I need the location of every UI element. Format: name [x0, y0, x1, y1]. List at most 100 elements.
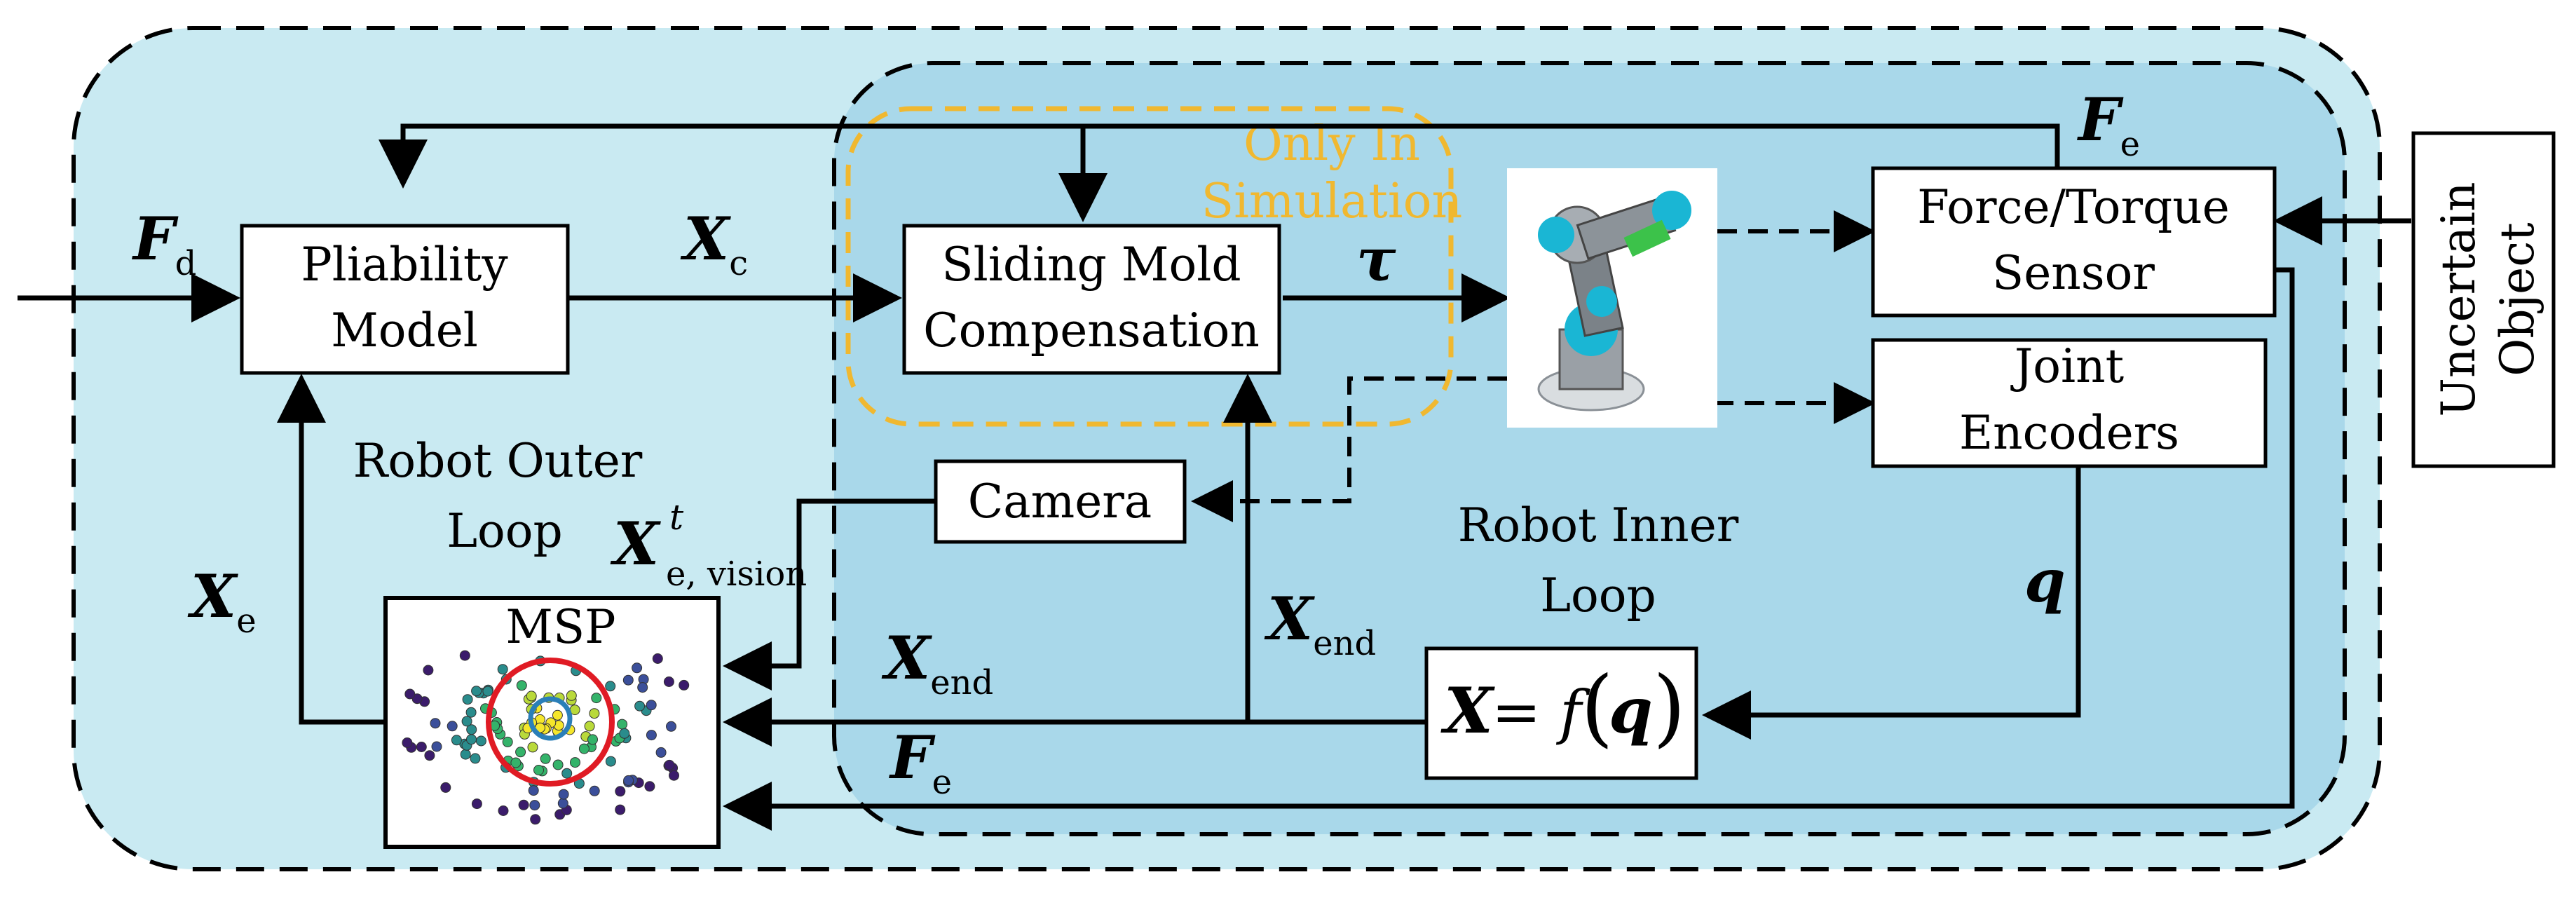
- fe-top-feedback: [379, 123, 2060, 189]
- msp-scatter-point: [462, 694, 473, 705]
- msp-scatter-point: [619, 728, 630, 739]
- outer-loop-label-line1: Robot Outer: [353, 434, 643, 488]
- tau-label: τ: [1356, 225, 1396, 294]
- msp-scatter-point: [466, 724, 477, 735]
- uncertain-object-line1: Uncertain: [2432, 182, 2486, 416]
- msp-scatter-point: [502, 736, 513, 747]
- msp-scatter-point: [404, 688, 416, 700]
- camera-block: [934, 459, 1187, 544]
- msp-scatter-point: [497, 664, 508, 675]
- kinematics-arg: q: [1609, 674, 1653, 748]
- msp-scatter-point: [646, 730, 657, 741]
- pliability-model-line1: Pliability: [301, 238, 508, 292]
- msp-scatter-point: [518, 799, 529, 810]
- camera-msp-line: [723, 498, 936, 690]
- msp-scatter-point: [447, 721, 458, 732]
- msp-scatter-point: [605, 681, 616, 692]
- kinematics-paren-open: (: [1581, 659, 1614, 756]
- msp-scatter-point: [416, 742, 427, 752]
- msp-scatter-point: [460, 749, 471, 760]
- msp-scatter-point: [655, 747, 667, 758]
- q-label: q: [2024, 546, 2066, 615]
- msp-scatter-point: [471, 686, 482, 697]
- msp-scatter-point: [666, 721, 676, 732]
- fd-label: Fd: [132, 204, 196, 283]
- xe-feedback: [277, 374, 386, 725]
- xc-label: Xc: [680, 204, 748, 283]
- msp-scatter-point: [459, 650, 470, 661]
- xvision-sub: e, vision: [666, 555, 807, 594]
- msp-scatter-point: [466, 734, 477, 745]
- msp-scatter-point: [587, 734, 598, 745]
- msp-scatter-point: [475, 735, 486, 747]
- msp-scatter-point: [561, 768, 573, 779]
- msp-scatter-point: [663, 676, 674, 687]
- msp-scatter-point: [558, 789, 569, 800]
- msp-scatter-point: [527, 742, 538, 753]
- msp-scatter-point: [482, 686, 493, 697]
- msp-scatter-point: [664, 759, 675, 770]
- robot-arm-image: [1507, 168, 1717, 428]
- msp-scatter-point: [470, 753, 481, 764]
- msp-scatter-point: [498, 805, 509, 816]
- kinematics-paren-close: ): [1653, 659, 1686, 756]
- msp-scatter-point: [430, 718, 441, 729]
- msp-red-circle: [486, 658, 615, 787]
- msp-scatter-point: [644, 781, 655, 792]
- msp-scatter-point: [552, 759, 564, 770]
- msp-scatter-point: [461, 716, 472, 727]
- uncertain-object-block: [2411, 131, 2556, 468]
- simulation-region: [845, 106, 1454, 427]
- pliability-model-line2: Model: [331, 304, 478, 358]
- inner-loop-label-line2: Loop: [1540, 569, 1656, 623]
- msp-scatter-point: [623, 775, 634, 786]
- xe-label: Xe: [187, 562, 257, 641]
- robot-camera-dashed: [1191, 376, 1507, 522]
- msp-scatter-point: [552, 709, 563, 721]
- msp-scatter-point: [451, 735, 462, 746]
- msp-scatter-point: [533, 765, 544, 775]
- msp-scatter-point: [510, 757, 522, 768]
- msp-scatter-point: [530, 814, 541, 825]
- msp-scatter-point: [634, 700, 646, 712]
- msp-scatter-point: [591, 693, 602, 704]
- pliability-model-block: [240, 224, 570, 375]
- sliding-mold-line1: Sliding Mold: [941, 238, 1241, 292]
- msp-scatter-point: [637, 682, 648, 693]
- msp-scatter-point: [424, 750, 435, 761]
- msp-scatter-point: [465, 707, 477, 718]
- camera-label: Camera: [968, 475, 1152, 529]
- xend-mid-label: Xend: [1264, 584, 1376, 663]
- msp-scatter-point: [679, 679, 690, 690]
- msp-scatter-point: [632, 662, 643, 674]
- msp-scatter-point: [402, 737, 413, 748]
- q-line: [1702, 466, 2081, 740]
- xvision-sup: t: [669, 497, 684, 538]
- uncertain-object-line2: Object: [2490, 222, 2544, 376]
- kinematics-lhs: X: [1440, 674, 1495, 748]
- fe-bottom-feedback: [723, 267, 2295, 831]
- msp-scatter-point: [605, 756, 616, 767]
- simulation-label-line2: Simulation: [1201, 174, 1463, 229]
- xend-left-label: Xend: [881, 623, 993, 702]
- msp-scatter-point: [617, 719, 628, 730]
- msp-scatter-point: [423, 665, 434, 676]
- msp-scatter-point: [615, 786, 626, 797]
- force-torque-sensor-block: [1871, 166, 2277, 318]
- msp-scatter-point: [440, 782, 451, 793]
- msp-scatter-point: [622, 674, 634, 686]
- force-sensor-line1: Force/Torque: [1917, 180, 2230, 234]
- outer-loop-label-line2: Loop: [447, 504, 563, 558]
- msp-scatter-point: [589, 785, 600, 796]
- msp-scatter-point: [516, 680, 527, 691]
- msp-scatter-plot: [402, 650, 690, 825]
- msp-scatter-point: [471, 798, 482, 810]
- xvision-label: X: [610, 509, 661, 578]
- msp-scatter-point: [515, 747, 526, 758]
- msp-scatter-point: [669, 770, 679, 781]
- force-sensor-line2: Sensor: [1992, 246, 2155, 300]
- forward-kinematics-block: [1424, 646, 1698, 780]
- fe-top-label: Fe: [2077, 85, 2140, 164]
- fe-bottom-label: Fe: [889, 723, 952, 802]
